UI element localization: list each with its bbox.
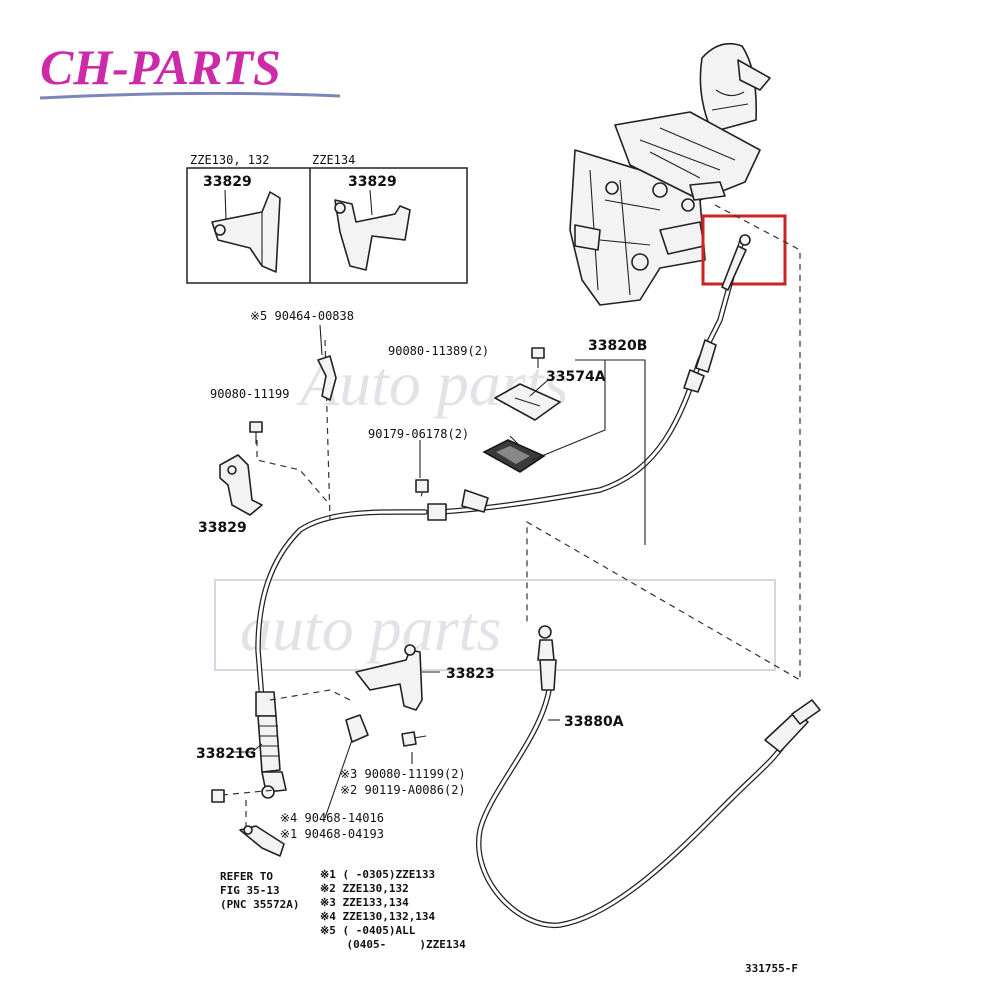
- note-6: (0405- )ZZE134: [320, 938, 466, 951]
- label-33820B: 33820B: [588, 338, 647, 354]
- leader-33820B-grommet: [531, 360, 606, 461]
- inset-right-part: 33829: [348, 174, 397, 190]
- bolt-90080-11389-icon: [531, 347, 545, 368]
- leader-33821G: [232, 743, 263, 753]
- highlight-box: [701, 214, 787, 286]
- bracket-33823-icon: [355, 644, 423, 711]
- label-33574A: 33574A: [546, 369, 606, 385]
- label-90080-11199: 90080-11199: [210, 387, 289, 401]
- refer-line-1: REFER TO: [220, 870, 273, 883]
- brand-name: CH-PARTS: [40, 39, 281, 95]
- guide-line-left-2: [256, 440, 331, 506]
- link-35572A-icon: [239, 825, 285, 857]
- refer-line-2: FIG 35-13: [220, 884, 280, 897]
- leader-33820B: [575, 359, 646, 545]
- note-4: ※4 ZZE130,132,134: [320, 910, 436, 923]
- label-90468-04193: ※1 90468-04193: [280, 827, 384, 841]
- note-2: ※2 ZZE130,132: [320, 882, 409, 895]
- shift-cable-33820B: [255, 234, 751, 799]
- inset-frame: [186, 167, 468, 284]
- inset-right-title: ZZE134: [312, 153, 355, 167]
- nut-33821G-icon: [211, 789, 225, 803]
- shift-lever-assembly: [569, 42, 771, 306]
- guide-line-right: [526, 204, 801, 682]
- retainer-clip-icon: [324, 714, 369, 819]
- leader-90179: [509, 435, 521, 447]
- label-90179-06178: 90179-06178(2): [368, 427, 469, 441]
- variant-inset: ZZE130, 132 ZZE134 33829 33829: [186, 153, 468, 284]
- grommet-icon: [482, 439, 546, 473]
- watermark-middle: auto parts: [240, 593, 501, 664]
- guide-line-lower-2: [221, 789, 276, 796]
- bracket-zze130-icon: [211, 189, 281, 273]
- applicability-notes: ※1 ( -0305)ZZE133 ※2 ZZE130,132 ※3 ZZE13…: [320, 868, 466, 951]
- plate-33574A-icon: [494, 379, 561, 421]
- shift-knob-icon: [699, 42, 758, 133]
- label-90119-A0086: ※2 90119-A0086(2): [340, 783, 466, 797]
- label-90468-14016: ※4 90468-14016: [280, 811, 384, 825]
- inset-left-part: 33829: [203, 174, 252, 190]
- figure-id: 331755-F: [745, 962, 798, 975]
- bracket-33829-icon: [219, 454, 263, 516]
- inset-left-title: ZZE130, 132: [190, 153, 269, 167]
- clip-90464-icon: [317, 324, 337, 401]
- label-33821G: 33821G: [196, 746, 256, 762]
- brand-underline: [39, 91, 341, 100]
- refer-line-3: (PNC 35572A): [220, 898, 299, 911]
- label-33823: 33823: [446, 666, 495, 682]
- label-90080-11199-2: ※3 90080-11199(2): [340, 767, 466, 781]
- cable-33880A: [475, 625, 821, 928]
- guide-line-left-1: [324, 339, 331, 521]
- nut-90179-icon: [415, 479, 429, 493]
- watermark-box: [214, 579, 776, 671]
- label-90464-00838: ※5 90464-00838: [250, 309, 354, 323]
- brand-logo: CH-PARTS: [39, 39, 341, 100]
- note-1: ※1 ( -0305)ZZE133: [320, 868, 435, 881]
- bolt-90080-11199-icon: [249, 421, 263, 444]
- guide-line-lower-1: [269, 689, 351, 701]
- label-90080-11389: 90080-11389(2): [388, 344, 489, 358]
- note-5: ※5 ( -0405)ALL: [320, 924, 416, 937]
- label-33880A: 33880A: [564, 714, 624, 730]
- note-3: ※3 ZZE133,134: [320, 896, 409, 909]
- label-33829: 33829: [198, 520, 247, 536]
- bracket-zze134-icon: [334, 189, 411, 271]
- bolt-90080-11199-2-icon: [401, 731, 427, 747]
